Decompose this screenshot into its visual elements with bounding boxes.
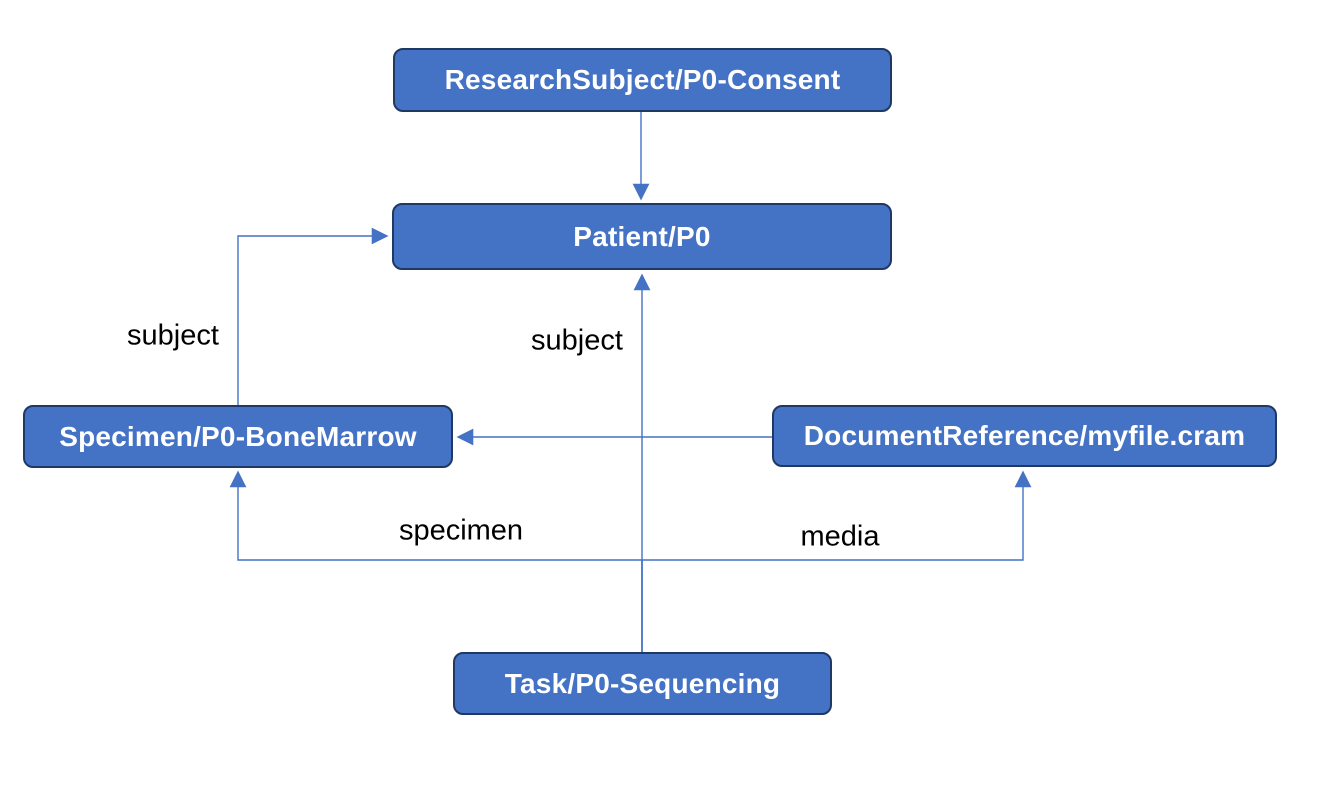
edge-specimen-to-patient — [237, 227, 389, 405]
edge-label-task-subject: subject — [531, 324, 623, 357]
node-document-reference: DocumentReference/myfile.cram — [772, 405, 1277, 467]
edge-label-task-media: media — [800, 520, 880, 553]
node-patient: Patient/P0 — [392, 203, 892, 270]
node-research-subject: ResearchSubject/P0-Consent — [393, 48, 892, 112]
node-specimen: Specimen/P0-BoneMarrow — [23, 405, 453, 468]
edge-task-to-documentreference — [641, 470, 1032, 652]
edge-label-task-specimen: specimen — [398, 514, 524, 547]
edge-label-specimen-subject: subject — [127, 319, 219, 352]
edge-task-to-specimen — [229, 470, 643, 652]
node-task: Task/P0-Sequencing — [453, 652, 832, 715]
